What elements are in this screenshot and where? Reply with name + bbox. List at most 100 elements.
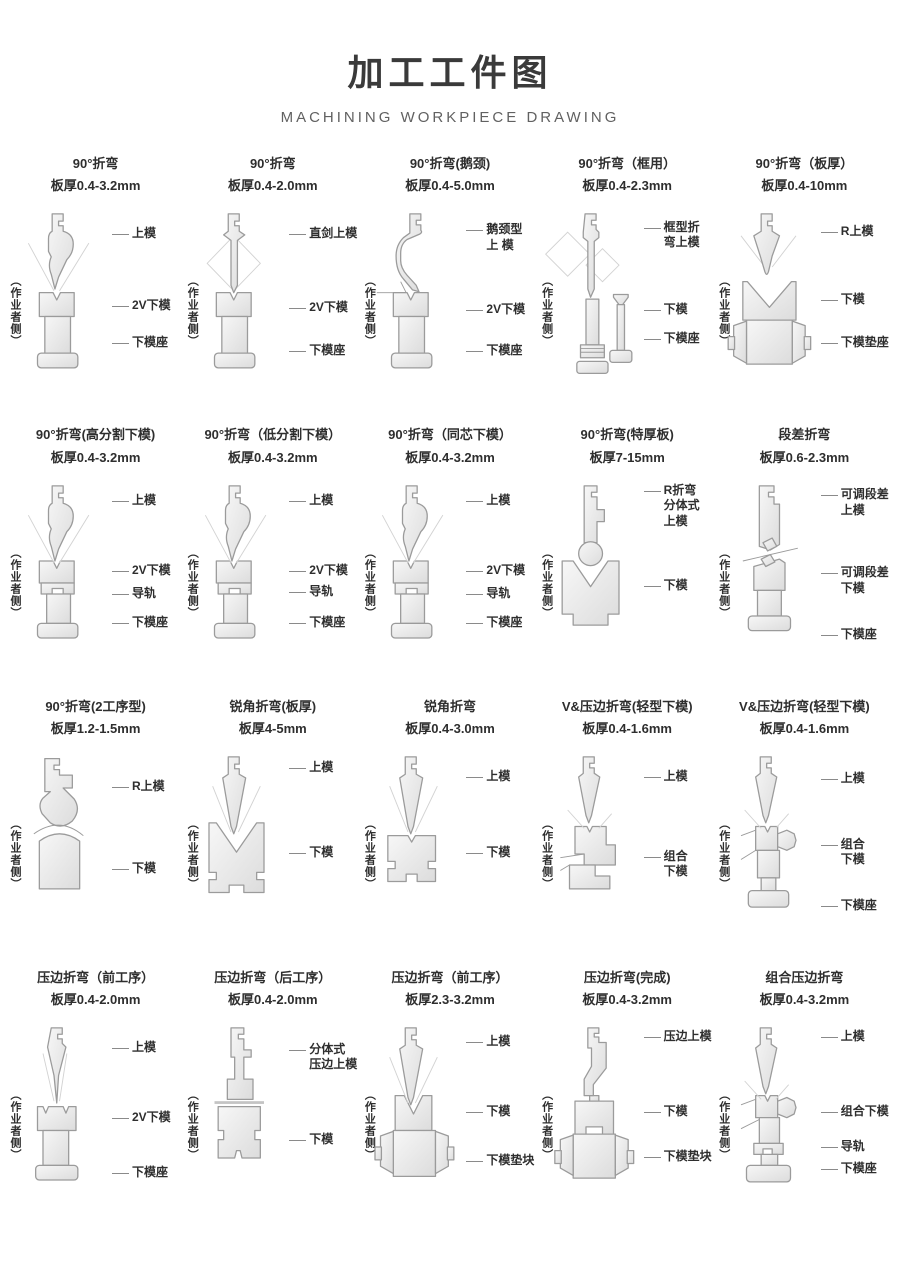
- part-label-text: R折弯 分体式 上模: [663, 482, 700, 529]
- leader-line: [820, 771, 838, 780]
- part-label-text: 下模: [840, 291, 865, 306]
- part-label: 2V下模: [112, 298, 171, 314]
- diagram-title: 组合压边折弯: [765, 969, 844, 985]
- part-label: 导轨: [112, 586, 156, 602]
- leader-line: [466, 343, 484, 353]
- part-label: 下模座: [112, 1165, 168, 1181]
- die-drawing: [740, 755, 797, 908]
- diagram-thickness: 板厚7-15mm: [589, 449, 665, 465]
- die-figure: （作业者侧） 框型折 弯上模下模下模座: [540, 199, 715, 405]
- part-label: 下模: [820, 291, 865, 308]
- part-label-text: 2V下模: [132, 563, 171, 578]
- part-label-text: 组合 下模: [840, 836, 865, 867]
- part-label-text: 上模: [486, 493, 511, 508]
- page-subtitle: MACHINING WORKPIECE DRAWING: [280, 109, 620, 126]
- part-label-text: 上模: [132, 1039, 157, 1054]
- leader-line: [112, 1110, 129, 1119]
- diagram-title: 90°折弯（板厚）: [755, 156, 854, 171]
- die-figure: （作业者侧） R上模下模下模垫座: [717, 199, 892, 405]
- diagram-cell: 90°折弯(2工序型) 板厚1.2-1.5mm （作业者侧） R上模下模: [8, 699, 183, 948]
- diagram-cell: 压边折弯(完成) 板厚0.4-3.2mm （作业者侧） 压边上模下模下模垫块: [540, 970, 715, 1219]
- diagram-thickness: 板厚0.4-2.3mm: [582, 178, 672, 194]
- part-label-text: 下模: [132, 861, 157, 876]
- part-label: 框型折 弯上模: [643, 220, 700, 251]
- page-header: 加工工件图 MACHINING WORKPIECE DRAWING: [0, 0, 900, 126]
- operator-side-label: （作业者侧）: [717, 817, 730, 890]
- diagram-title: 90°折弯（同芯下模）: [388, 427, 512, 443]
- die-drawing: [206, 213, 262, 369]
- part-label-text: R上模: [840, 223, 874, 238]
- diagram-thickness: 板厚0.4-3.2mm: [50, 178, 141, 194]
- leader-line: [466, 615, 484, 624]
- leader-line: [820, 627, 838, 637]
- part-label-text: 2V下模: [309, 300, 348, 315]
- part-label: 可调段差 上模: [820, 487, 889, 518]
- die-drawing: [208, 755, 265, 893]
- die-figure: （作业者侧） 上模组合 下模下模座: [717, 742, 892, 948]
- page-title: 加工工件图: [347, 52, 553, 93]
- operator-side-label: （作业者侧）: [540, 1089, 553, 1162]
- part-label-text: 鹅颈型 上 模: [486, 221, 523, 252]
- operator-side-label: （作业者侧）: [717, 546, 730, 619]
- leader-line: [820, 224, 838, 233]
- part-label: 直剑上模: [289, 226, 357, 242]
- diagram-thickness: 板厚0.4-1.6mm: [582, 720, 672, 736]
- leader-line: [112, 563, 129, 573]
- part-label: 下模座: [820, 627, 877, 643]
- part-label: 可调段差 下模: [820, 565, 889, 596]
- part-label-text: 2V下模: [132, 298, 171, 313]
- part-label: 下模座: [112, 335, 168, 351]
- part-label: 分体式 压边上模: [289, 1042, 357, 1073]
- die-drawing: [742, 484, 798, 631]
- leader-line: [289, 493, 307, 503]
- leader-line: [643, 1104, 661, 1113]
- part-label: 下模: [643, 578, 688, 594]
- diagram-title: 压边折弯(完成): [583, 969, 671, 985]
- die-drawing: [740, 1027, 797, 1183]
- leader-line: [289, 615, 307, 624]
- part-label-text: 下模: [486, 1103, 511, 1118]
- part-label: 2V下模: [289, 300, 348, 316]
- part-label: 上模: [466, 1034, 510, 1050]
- leader-line: [820, 898, 838, 908]
- part-label: 上模: [643, 769, 688, 785]
- diagram-thickness: 板厚0.6-2.3mm: [759, 449, 850, 465]
- operator-side-label: （作业者侧）: [717, 275, 730, 348]
- part-label: 导轨: [466, 586, 510, 602]
- leader-line: [289, 845, 307, 854]
- leader-line: [466, 222, 484, 231]
- operator-side-label: （作业者侧）: [363, 817, 376, 890]
- leader-line: [643, 849, 661, 858]
- leader-line: [289, 1132, 307, 1142]
- part-label: 下模: [289, 845, 333, 861]
- leader-line: [643, 220, 661, 229]
- part-label-text: 2V下模: [486, 302, 526, 317]
- operator-side-label: （作业者侧）: [186, 817, 199, 890]
- diagram-cell: 90°折弯（框用） 板厚0.4-2.3mm （作业者侧） 框型折 弯上模下模下模…: [540, 156, 715, 405]
- leader-line: [112, 226, 129, 236]
- die-drawing: [205, 484, 267, 639]
- leader-line: [112, 298, 129, 308]
- operator-side-label: （作业者侧）: [540, 817, 553, 890]
- leader-line: [820, 565, 838, 575]
- part-label-text: 下模: [663, 1103, 688, 1118]
- diagram-thickness: 板厚0.4-3.2mm: [227, 449, 318, 465]
- part-label: R上模: [112, 779, 165, 795]
- die-figure: （作业者侧） R折弯 分体式 上模下模: [540, 471, 715, 677]
- diagram-cell: V&压边折弯(轻型下模) 板厚0.4-1.6mm （作业者侧） 上模组合 下模: [540, 699, 715, 948]
- part-label: 上模: [112, 1040, 156, 1056]
- diagram-cell: 锐角折弯 板厚0.4-3.0mm （作业者侧） 上模下模: [362, 699, 537, 948]
- leader-line: [289, 584, 307, 593]
- diagram-thickness: 板厚0.4-3.2mm: [405, 449, 495, 465]
- part-label: 上模: [289, 493, 333, 509]
- die-drawing: [27, 484, 90, 639]
- part-label-text: 下模座: [840, 627, 877, 642]
- part-label-text: 直剑上模: [309, 226, 358, 241]
- part-label-text: 下模座: [132, 1165, 169, 1180]
